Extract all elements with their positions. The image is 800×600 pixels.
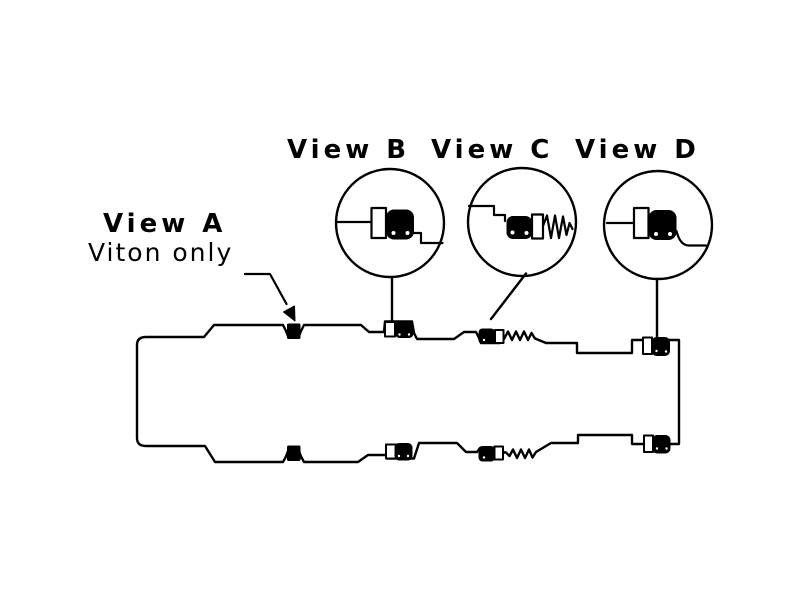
backup-ring xyxy=(643,434,654,453)
backup-ring xyxy=(370,206,388,240)
seal-d-bottom-assembly xyxy=(643,434,671,454)
view-b-label: View B xyxy=(287,135,411,165)
seal-c-bottom-assembly xyxy=(478,445,504,462)
view-c-label: View C xyxy=(431,135,554,165)
seal-c-top-assembly xyxy=(478,328,505,344)
oring xyxy=(651,337,670,356)
backup-ring xyxy=(530,213,545,240)
oring xyxy=(478,446,495,462)
view-b-detail xyxy=(335,206,444,245)
view-a-label: View A xyxy=(103,209,227,239)
backup-ring xyxy=(493,445,504,461)
backup-ring xyxy=(494,329,505,344)
view-a-note: Viton only xyxy=(88,238,234,267)
oring xyxy=(386,209,414,240)
seal-a-bottom-oring xyxy=(287,445,301,461)
seal-b-top-assembly xyxy=(384,320,414,338)
oring xyxy=(394,443,413,461)
view-b-callout-circle xyxy=(334,167,446,279)
backup-ring xyxy=(632,206,650,240)
main-body-outline xyxy=(135,320,681,464)
oring xyxy=(395,320,414,338)
seal-b-bottom-assembly xyxy=(385,443,413,461)
view-c-detail xyxy=(467,204,574,240)
thread-zigzag xyxy=(541,214,574,240)
view-a-arrow xyxy=(243,272,296,322)
view-d-detail xyxy=(605,206,708,247)
oring xyxy=(506,216,532,239)
backup-ring xyxy=(642,336,653,355)
view-c-callout-circle xyxy=(466,166,578,278)
arrowhead xyxy=(283,305,296,322)
backup-ring xyxy=(384,321,396,338)
oring xyxy=(648,210,677,240)
view-d-label: View D xyxy=(575,135,700,165)
oring xyxy=(652,435,671,454)
view-c-leader-line xyxy=(489,272,528,321)
oring xyxy=(478,328,495,344)
seal-a-top-oring xyxy=(287,323,301,339)
seal-d-top-assembly xyxy=(642,336,670,356)
